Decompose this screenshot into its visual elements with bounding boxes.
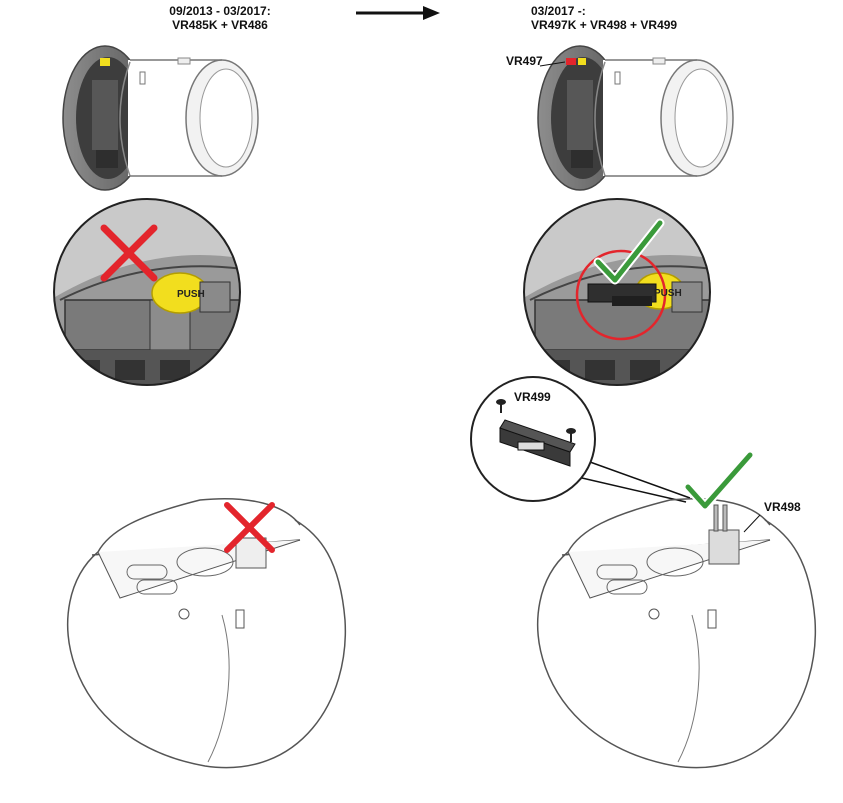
new-push-label: PUSH [654,288,682,299]
old-cross-icon-top [100,224,158,282]
old-cross-icon-bottom [224,502,275,553]
old-push-button-small [100,58,110,66]
vr498-callout: VR498 [764,500,801,514]
old-period-label: 09/2013 - 03/2017: [169,4,271,18]
old-parts-label: VR485K + VR486 [172,18,268,32]
vr497-callout: VR497 [506,54,543,68]
new-parts-label: VR497K + VR498 + VR499 [531,18,678,32]
screw-icon [566,428,576,442]
vr498-insert [708,529,740,565]
new-check-icon-bottom [683,450,755,511]
new-period-label: 03/2017 -: [531,4,586,18]
screw-icon [496,399,506,413]
highlight-ring [575,249,667,341]
vr499-clip-part [499,419,576,467]
vr499-callout: VR499 [514,390,551,404]
old-push-label: PUSH [177,289,205,300]
new-vr497-marker [566,58,576,65]
